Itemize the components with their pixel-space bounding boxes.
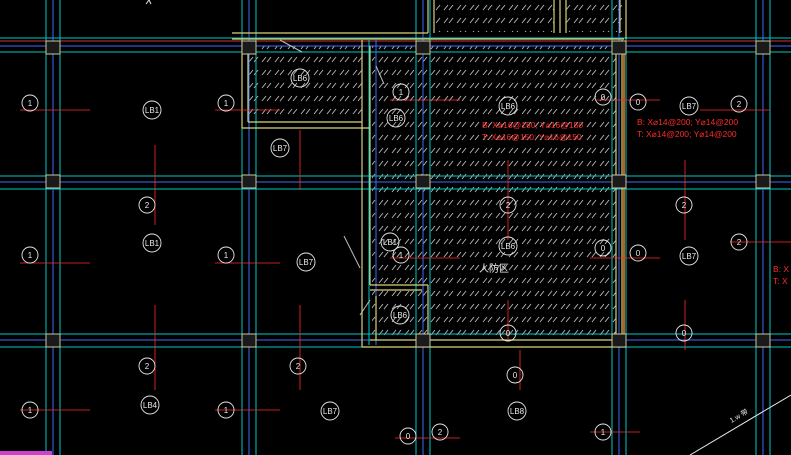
- hatch-region-top: [436, 0, 554, 32]
- reinf-note-top-main: T: X⌀16@150; Y⌀16@150: [482, 132, 582, 142]
- thickness-mark-1: 1: [28, 99, 33, 108]
- hatch-region-upper-left: [248, 46, 362, 122]
- column-d2: [611, 174, 627, 189]
- column-a3: [45, 333, 61, 348]
- hatch-region-main: [372, 46, 616, 342]
- columns: [45, 40, 771, 348]
- slab-label-11: LB7: [682, 102, 697, 111]
- slab-label-13: LB4: [143, 401, 158, 410]
- slab-label-7: LB1: [383, 238, 398, 247]
- thickness-mark-4: 1: [28, 251, 33, 260]
- column-e1: [755, 40, 771, 55]
- thickness-mark-21: 0: [513, 371, 518, 380]
- thickness-mark-8: 1: [224, 406, 229, 415]
- thickness-mark-7: 1: [28, 406, 33, 415]
- wall-outlines: [232, 0, 627, 348]
- section-mark: [145, 0, 152, 5]
- upper-left-room-wall: [241, 40, 370, 129]
- right-room-wall: [615, 40, 623, 347]
- column-b1: [241, 40, 257, 55]
- thickness-mark-24: 2: [438, 428, 443, 437]
- slab-label-6: LB7: [273, 144, 288, 153]
- slab-label-8: LB7: [299, 258, 314, 267]
- vertical-axes-blue: [52, 0, 764, 455]
- main-room-wall: [361, 40, 626, 348]
- thickness-mark-2: 1: [224, 99, 229, 108]
- column-a2: [45, 174, 61, 189]
- thickness-mark-11: 2: [145, 362, 150, 371]
- slab-label-15: LB8: [510, 407, 525, 416]
- reinf-note-bottom-right: B: X⌀14@200; Y⌀14@200: [637, 117, 738, 127]
- thickness-mark-14: 2: [737, 238, 742, 247]
- column-d3: [611, 333, 627, 348]
- thickness-mark-23: 0: [406, 432, 411, 441]
- diagonal-marks: [279, 39, 791, 455]
- thickness-mark-10: 2: [296, 362, 301, 371]
- thickness-mark-22: 0: [682, 329, 687, 338]
- thickness-mark-25: 1: [601, 428, 606, 437]
- thickness-mark-18: 0: [601, 244, 606, 253]
- thickness-mark-20: 0: [506, 329, 511, 338]
- thickness-mark-3: 1: [399, 88, 404, 97]
- pink-marker-bar: [0, 451, 52, 455]
- slab-label-14: LB7: [323, 407, 338, 416]
- hatched-slab-regions: [248, 0, 622, 342]
- slab-label-1: LB1: [145, 106, 160, 115]
- top-wall: [232, 0, 627, 40]
- reinf-note-bottom-edge: B: X: [773, 264, 789, 274]
- thickness-mark-16: 0: [601, 93, 606, 102]
- column-c3: [415, 333, 431, 348]
- reinf-note-top-edge: T: X: [773, 276, 788, 286]
- column-a1: [45, 40, 61, 55]
- slab-label-9: LB6: [501, 242, 516, 251]
- hatch-region-top-right: [566, 0, 622, 32]
- reinf-note-top-right: T: X⌀14@200; Y⌀14@200: [637, 129, 737, 139]
- reinforcement-notes: B: X⌀16@150; Y⌀16@150 T: X⌀16@150; Y⌀16@…: [482, 117, 789, 286]
- slab-label-12: LB7: [682, 252, 697, 261]
- reinf-note-bottom-main: B: X⌀16@150; Y⌀16@150: [482, 120, 583, 130]
- slab-label-10: LB6: [393, 311, 408, 320]
- slab-labels: [140, 68, 699, 421]
- thickness-mark-17: 0: [636, 98, 641, 107]
- column-c1: [415, 40, 431, 55]
- column-d1: [611, 40, 627, 55]
- thickness-mark-12: 2: [506, 201, 511, 210]
- thickness-mark-15: 2: [682, 201, 687, 210]
- column-e2: [755, 174, 771, 189]
- column-b3: [241, 333, 257, 348]
- thickness-mark-9: 2: [145, 201, 150, 210]
- thickness-mark-19: 0: [636, 249, 641, 258]
- slab-label-4: LB6: [501, 102, 516, 111]
- thickness-mark-5: 1: [224, 251, 229, 260]
- thickness-mark-13: 2: [737, 100, 742, 109]
- slab-label-2: LB1: [145, 239, 160, 248]
- column-b2: [241, 174, 257, 189]
- slab-label-5: LB6: [389, 114, 404, 123]
- thickness-mark-6: 1: [399, 251, 404, 260]
- vertical-axes-cyan: [45, 0, 771, 455]
- thickness-mark-circles: [21, 83, 748, 445]
- column-c2: [415, 174, 431, 189]
- slab-label-3: LB6: [293, 74, 308, 83]
- column-e3: [755, 333, 771, 348]
- zone-label: 人防区: [479, 262, 509, 275]
